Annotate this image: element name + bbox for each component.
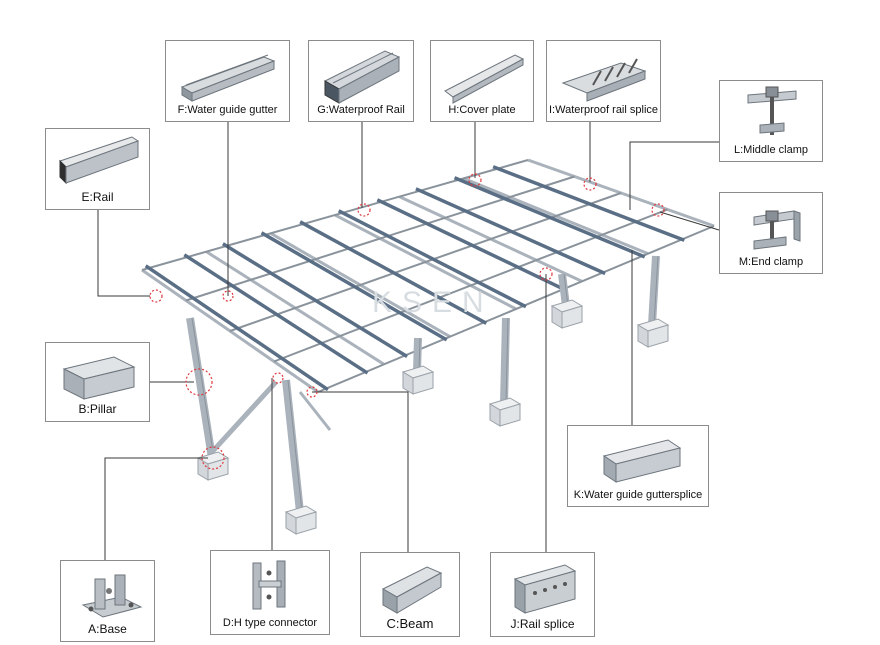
rail bbox=[222, 242, 409, 358]
pillar-edge bbox=[505, 317, 509, 405]
base-plate-icon bbox=[81, 574, 143, 618]
callout-h-label: H:Cover plate bbox=[448, 104, 516, 116]
purlin bbox=[229, 192, 622, 332]
callout-d-h-connector: D:H type connector bbox=[210, 550, 330, 635]
rail-icon bbox=[59, 136, 140, 185]
rail bbox=[337, 209, 527, 309]
leader-line bbox=[97, 210, 150, 297]
rail bbox=[299, 220, 488, 325]
detail-marker bbox=[357, 203, 371, 217]
concrete-foot-front bbox=[647, 324, 669, 348]
callout-e-label: E:Rail bbox=[81, 190, 114, 204]
detail-marker bbox=[468, 173, 482, 187]
callout-m-label: M:End clamp bbox=[738, 256, 804, 268]
callout-i-label: I:Waterproof rail splice bbox=[548, 104, 659, 116]
callout-j-label: J:Rail splice bbox=[510, 617, 575, 631]
detail-marker bbox=[272, 372, 284, 384]
callout-k-gutter-splice: K:Water guide guttersplice bbox=[567, 425, 709, 507]
beam-icon bbox=[381, 566, 443, 614]
callout-b-pillar: B:Pillar bbox=[45, 342, 150, 422]
concrete-foot-front bbox=[295, 511, 317, 535]
pillar bbox=[558, 273, 570, 307]
detail-marker bbox=[149, 289, 163, 303]
gutter-icon bbox=[180, 54, 276, 102]
leader-line bbox=[629, 141, 719, 210]
pillar-edge bbox=[287, 379, 303, 513]
rail bbox=[415, 187, 606, 276]
rail bbox=[260, 231, 448, 342]
leader-line bbox=[659, 211, 720, 231]
detail-marker bbox=[583, 177, 597, 191]
detail-markers bbox=[149, 173, 665, 470]
detail-marker bbox=[222, 290, 234, 302]
detail-marker bbox=[539, 267, 553, 281]
callout-a-base: A:Base bbox=[60, 560, 155, 642]
gutter-splice-icon bbox=[602, 439, 682, 483]
purlin bbox=[141, 159, 529, 271]
rail bbox=[453, 176, 646, 259]
concrete-foot-front bbox=[499, 403, 521, 427]
callout-e-rail: E:Rail bbox=[45, 128, 150, 210]
rail bbox=[376, 198, 567, 292]
pillar bbox=[186, 317, 216, 459]
callout-d-label: D:H type connector bbox=[222, 617, 318, 629]
callout-a-label: A:Base bbox=[88, 622, 127, 636]
callout-leader-lines bbox=[97, 122, 720, 560]
callout-m-end-clamp: M:End clamp bbox=[719, 192, 823, 274]
leader-line bbox=[312, 391, 409, 552]
h-connector-icon bbox=[252, 560, 286, 610]
pillar bbox=[648, 255, 660, 326]
pillar-icon bbox=[62, 356, 136, 400]
concrete-foot-front bbox=[561, 305, 583, 329]
waterproof-rail-icon bbox=[323, 50, 401, 104]
pillar bbox=[282, 379, 304, 513]
mounting-structure bbox=[141, 158, 715, 535]
pillar bbox=[500, 317, 510, 405]
callout-g-waterproof-rail: G:Waterproof Rail bbox=[308, 40, 414, 122]
pillar-edge bbox=[191, 317, 215, 459]
callout-c-label: C:Beam bbox=[386, 616, 434, 631]
concrete-foot-front bbox=[412, 371, 434, 395]
leader-line bbox=[104, 457, 208, 560]
pillar-edge bbox=[653, 255, 659, 326]
watermark-text: KSEN bbox=[372, 286, 494, 319]
callout-i-rail-splice: I:Waterproof rail splice bbox=[546, 40, 661, 122]
rail bbox=[183, 253, 369, 375]
detail-marker bbox=[201, 446, 225, 470]
callout-g-label: G:Waterproof Rail bbox=[317, 104, 405, 116]
splice-icon bbox=[513, 564, 577, 614]
brace bbox=[298, 391, 332, 431]
brace bbox=[210, 380, 278, 454]
callout-l-middle-clamp: L:Middle clamp bbox=[719, 80, 823, 162]
middle-clamp-icon bbox=[747, 86, 797, 135]
purlin bbox=[273, 208, 668, 363]
detail-marker bbox=[185, 368, 213, 396]
pillar-edge bbox=[563, 273, 569, 307]
cover-plate-icon bbox=[444, 54, 525, 104]
callout-l-label: L:Middle clamp bbox=[734, 144, 808, 156]
end-clamp-icon bbox=[753, 210, 801, 250]
purlin bbox=[317, 225, 715, 393]
rail bbox=[492, 165, 685, 242]
detail-marker bbox=[306, 386, 318, 398]
rail bbox=[144, 264, 329, 392]
callout-b-label: B:Pillar bbox=[78, 402, 117, 416]
callout-j-splice: J:Rail splice bbox=[490, 552, 595, 637]
detail-marker bbox=[651, 203, 665, 217]
rail-splice-icon bbox=[561, 58, 647, 102]
pillar-edge bbox=[418, 337, 421, 373]
callout-f-gutter: F:Water guide gutter bbox=[165, 40, 290, 122]
callout-k-label: K:Water guide guttersplice bbox=[573, 489, 703, 501]
callout-h-cover-plate: H:Cover plate bbox=[430, 40, 534, 122]
pillar bbox=[413, 337, 422, 373]
callout-c-beam: C:Beam bbox=[360, 552, 460, 637]
purlin bbox=[185, 175, 575, 302]
callout-f-label: F:Water guide gutter bbox=[177, 104, 278, 116]
